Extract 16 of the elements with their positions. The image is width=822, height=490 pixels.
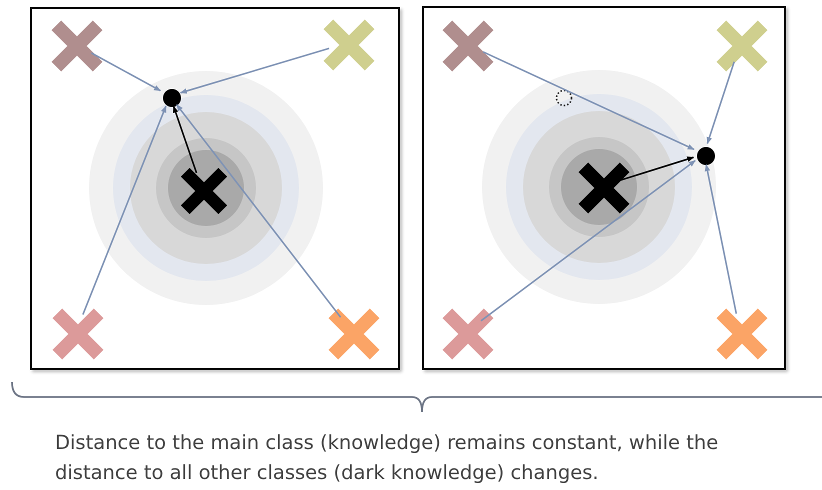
- arrow: [480, 160, 696, 322]
- dot-marker: [697, 147, 715, 165]
- arrow: [82, 106, 167, 315]
- arrow: [704, 164, 738, 314]
- arrow: [91, 52, 162, 92]
- arrow: [620, 156, 694, 182]
- arrow: [176, 104, 342, 318]
- dotted-circle-marker: [555, 89, 573, 107]
- dot-marker: [163, 89, 181, 107]
- arrow: [180, 48, 330, 94]
- arrow: [172, 106, 198, 174]
- arrow: [482, 51, 695, 150]
- panel-frame: [422, 6, 786, 370]
- caption: Distance to the main class (knowledge) remains constant, while the distance to all other classes (dark knowledge) changes.: [55, 430, 720, 486]
- arrow: [706, 62, 735, 144]
- panel-frame: [30, 7, 400, 370]
